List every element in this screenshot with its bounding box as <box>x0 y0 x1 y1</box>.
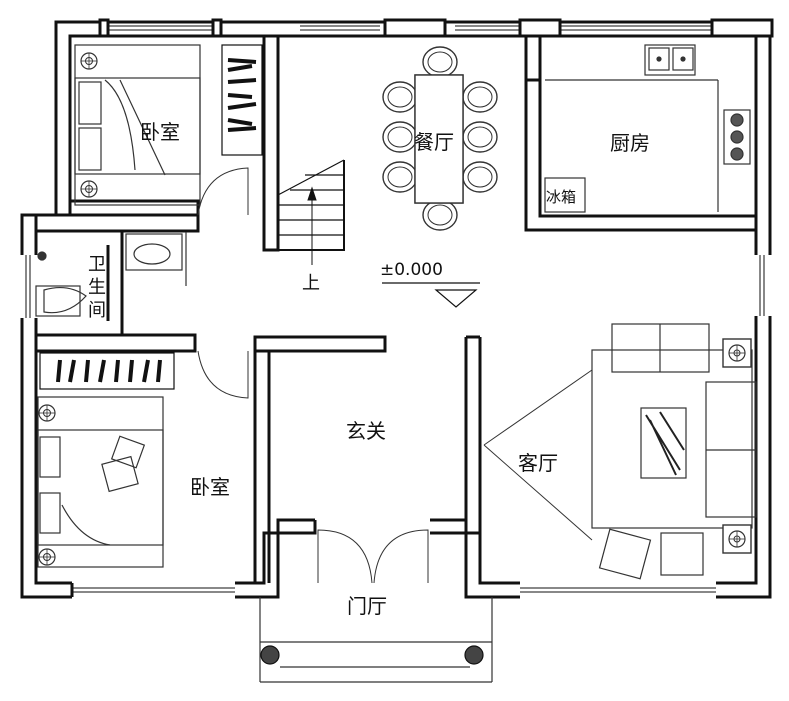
walls <box>20 20 772 599</box>
living-label: 客厅 <box>518 451 558 475</box>
elevation-label: ±0.000 <box>380 260 443 280</box>
bed-top <box>74 44 201 206</box>
elevation-mark <box>382 282 480 308</box>
dining-label: 餐厅 <box>414 130 454 154</box>
wardrobe-bottom <box>39 352 175 390</box>
wall-top-left <box>54 20 105 215</box>
door-bedroom-bottom <box>197 350 249 399</box>
stairs-up-label: 上 <box>302 273 320 294</box>
door-bedroom-top <box>197 167 249 216</box>
bedroom-top-label: 卧室 <box>140 120 180 144</box>
stairs <box>277 159 345 265</box>
foyer-label: 玄关 <box>346 419 386 443</box>
wardrobe-top <box>221 44 263 156</box>
kitchen-label: 厨房 <box>610 131 650 155</box>
bathroom-label-2: 生 <box>88 277 106 298</box>
bathroom-label-3: 间 <box>88 300 106 321</box>
bedroom-bottom-label: 卧室 <box>190 475 230 499</box>
entrance-label: 门厅 <box>347 594 387 618</box>
dining-table <box>382 46 498 231</box>
living-furniture <box>483 323 757 580</box>
fridge-label: 冰箱 <box>546 188 576 206</box>
wall-top-inner <box>68 34 758 255</box>
bathroom-label-1: 卫 <box>88 254 106 275</box>
entry-door <box>317 529 429 584</box>
windows <box>25 18 774 593</box>
kitchen-counter <box>544 44 751 213</box>
bathroom-fixtures <box>35 232 187 317</box>
porch <box>259 597 493 683</box>
bed-bottom <box>37 396 164 568</box>
